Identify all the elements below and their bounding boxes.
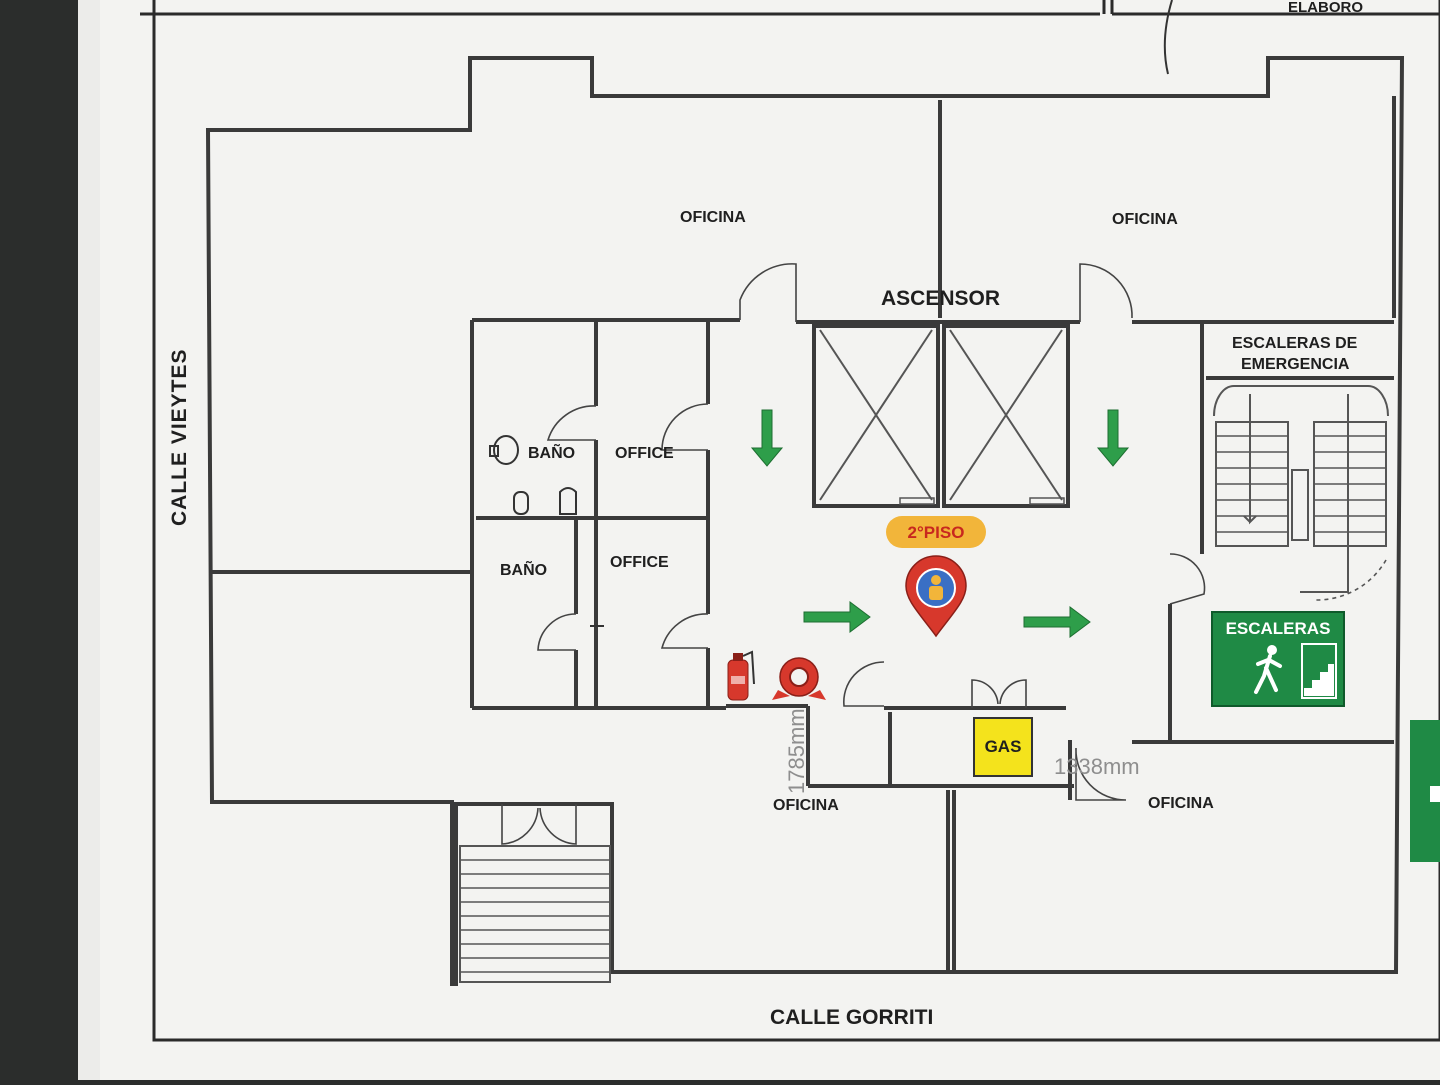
signature-mark xyxy=(1163,0,1173,75)
fire-hose-icon xyxy=(772,657,826,700)
fire-extinguisher-icon xyxy=(727,650,755,701)
room-label-emergency-stairs-2: EMERGENCIA xyxy=(1241,356,1350,373)
room-label-office-lower: OFFICE xyxy=(610,554,669,571)
evacuation-arrow-right-2 xyxy=(1023,606,1091,638)
evacuation-arrow-down-right xyxy=(1096,409,1130,467)
svg-text:GAS: GAS xyxy=(985,737,1022,756)
header-right-label: ELABORO xyxy=(1288,0,1363,16)
running-man-icon xyxy=(1254,645,1282,694)
entrance-stairs xyxy=(459,845,611,983)
interior-walls xyxy=(212,96,1396,972)
measurement-vertical: 1785mm xyxy=(784,708,809,794)
plan-border xyxy=(152,0,1440,1042)
room-label-bath-lower: BAÑO xyxy=(500,559,547,579)
room-label-elevator: ASCENSOR xyxy=(881,287,1000,310)
street-bottom-label: CALLE GORRITI xyxy=(770,1006,933,1029)
doors xyxy=(501,263,1206,845)
measurement-horizontal: 1338mm xyxy=(1054,754,1140,779)
gas-sign: GAS xyxy=(973,717,1033,777)
building-outline xyxy=(205,56,1405,986)
evacuation-arrow-right-1 xyxy=(803,601,871,633)
room-label-emergency-stairs-1: ESCALERAS DE xyxy=(1232,335,1358,352)
toilet-icon xyxy=(489,435,519,465)
room-label-office-upper: OFFICE xyxy=(615,445,674,462)
stairs-icon xyxy=(1301,643,1337,699)
room-label-bath-upper: BAÑO xyxy=(528,442,575,462)
elevator-shafts xyxy=(819,329,1065,505)
sheet-inner xyxy=(100,0,1440,1080)
sink-icon xyxy=(513,487,577,515)
svg-text:ESCALERAS: ESCALERAS xyxy=(1226,619,1331,638)
exit-sign: ESCALERAS xyxy=(1211,611,1345,707)
room-label-office-bottom-center: OFICINA xyxy=(773,797,839,814)
evacuation-arrow-down-left xyxy=(750,409,784,467)
you-are-here-marker-icon xyxy=(905,555,967,638)
room-label-office-top-right: OFICINA xyxy=(1112,211,1178,228)
street-left-label: CALLE VIEYTES xyxy=(168,348,191,526)
svg-text:2°PISO: 2°PISO xyxy=(908,523,965,542)
floor-badge: 2°PISO xyxy=(886,516,986,548)
emergency-stairs xyxy=(1213,385,1389,601)
room-label-office-top-left: OFICINA xyxy=(680,209,746,226)
room-label-office-bottom-right: OFICINA xyxy=(1148,795,1214,812)
